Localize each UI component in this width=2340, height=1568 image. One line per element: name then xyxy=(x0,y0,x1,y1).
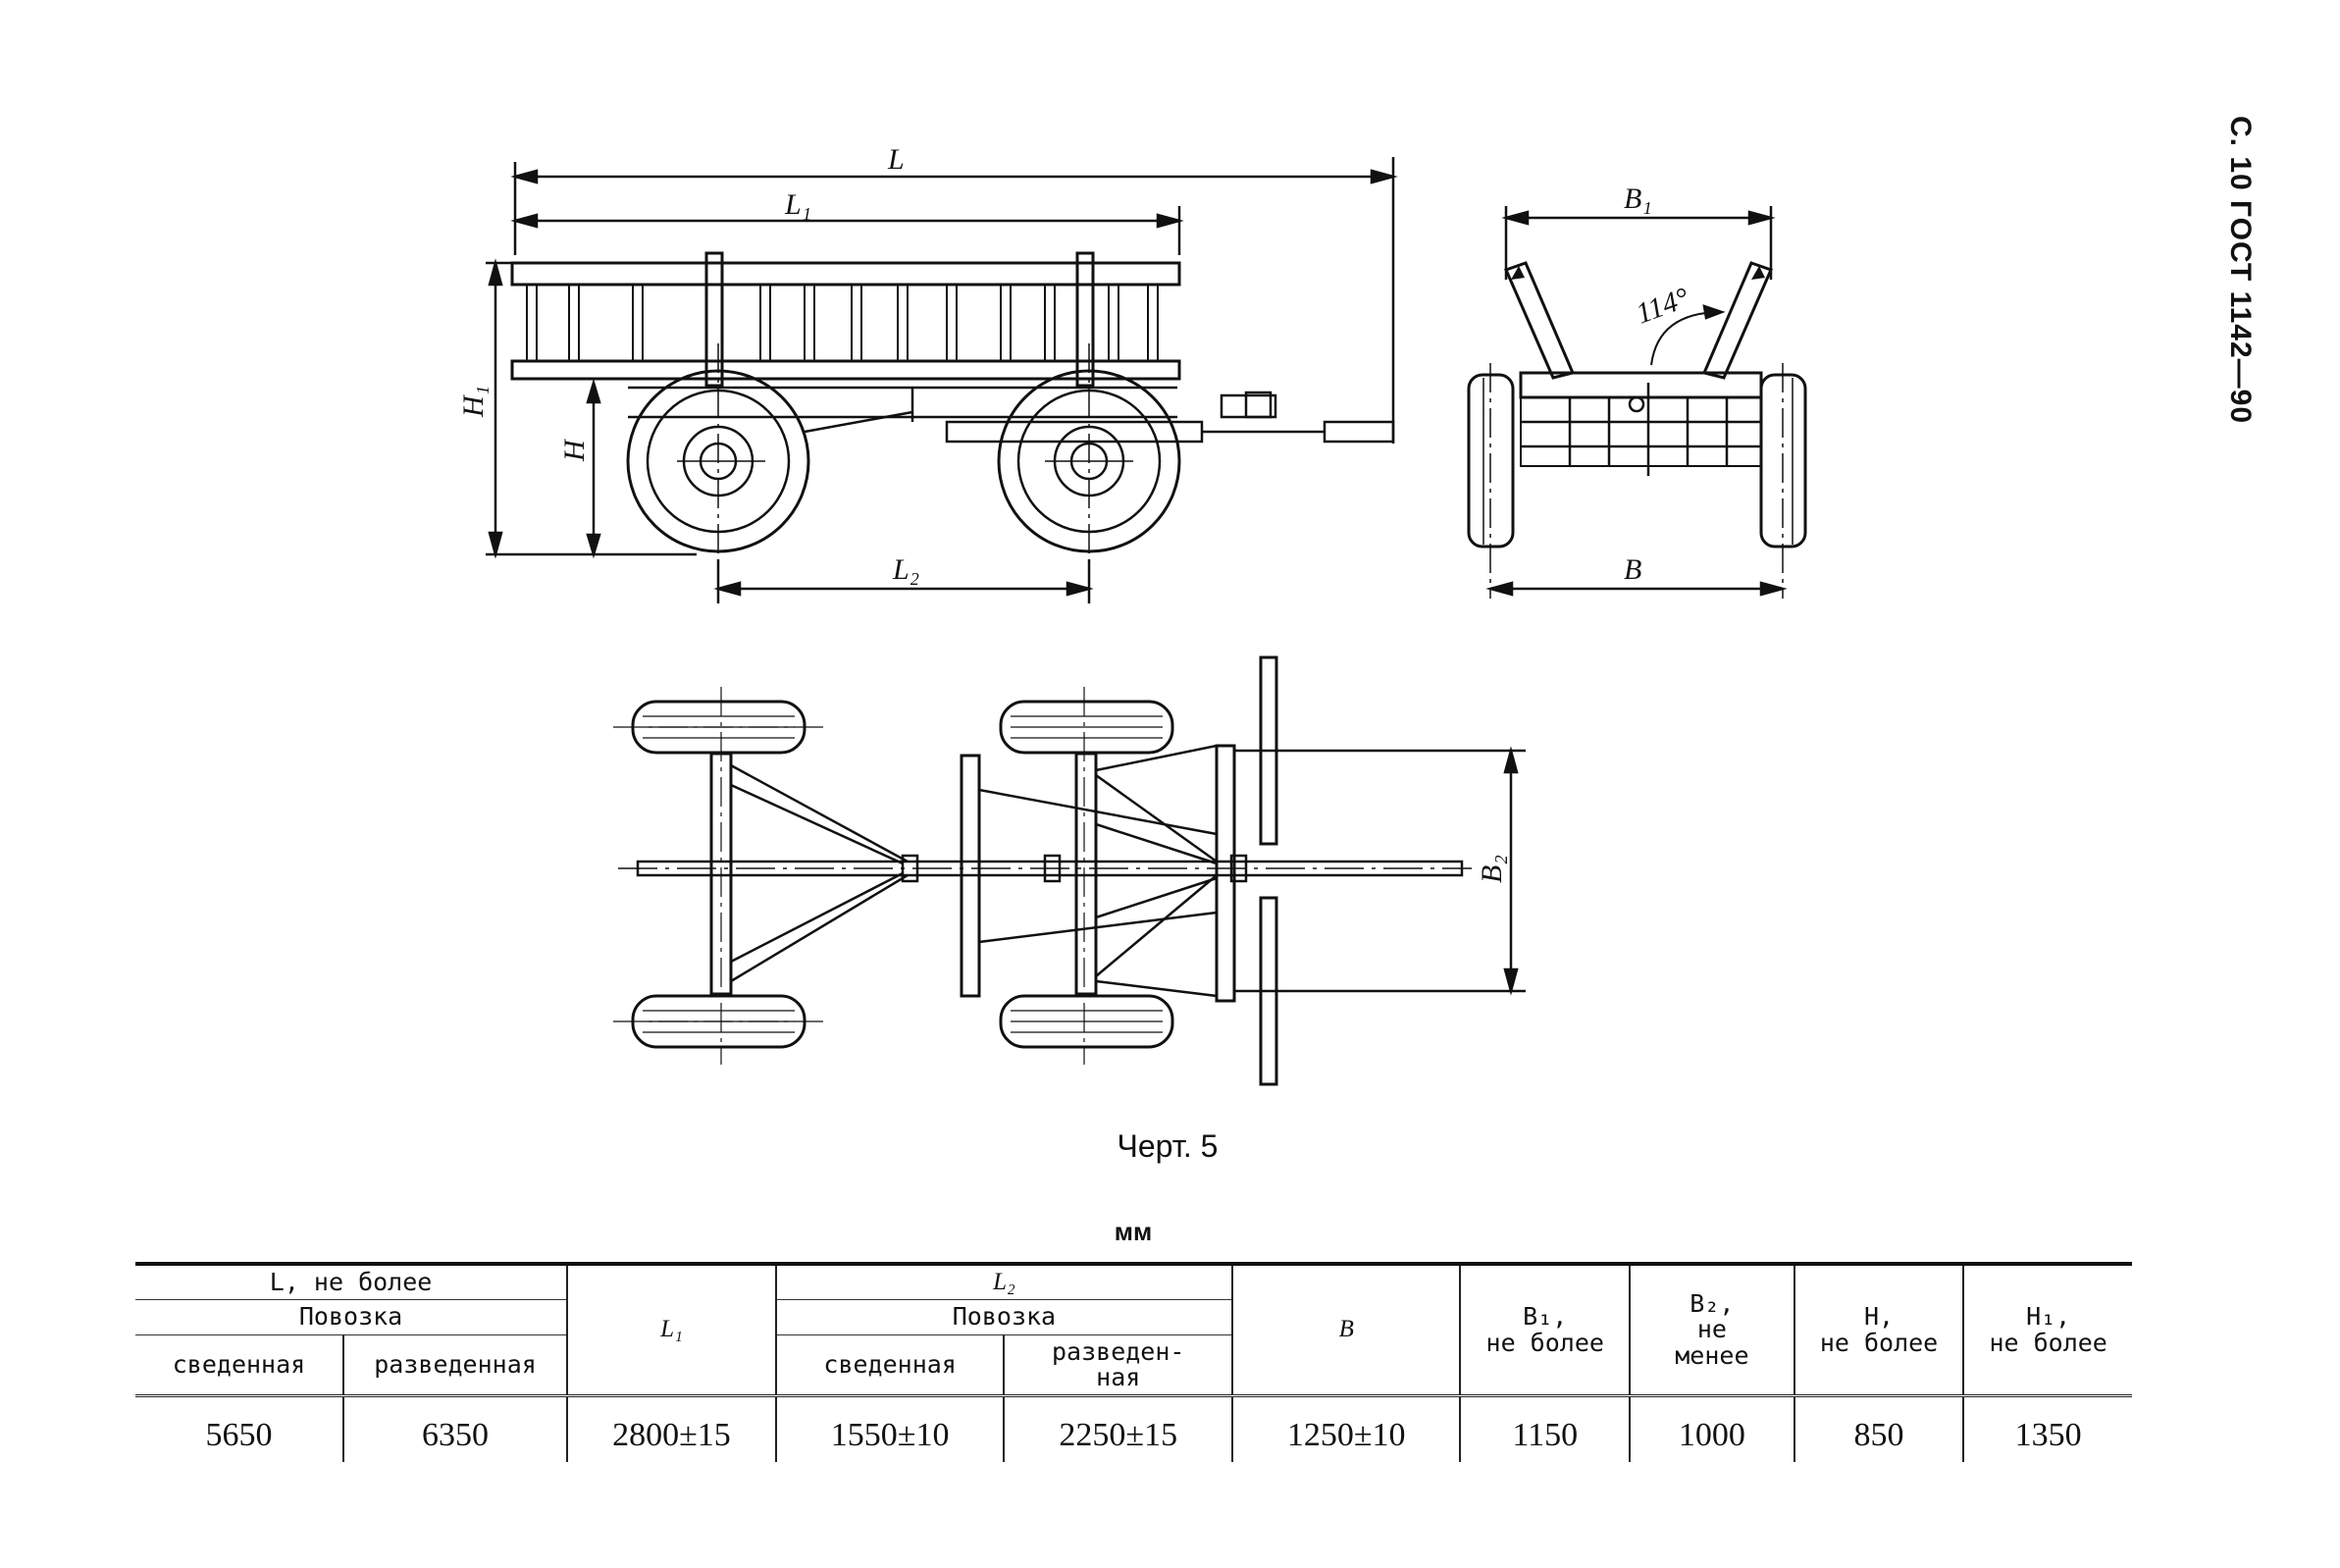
label-L2: L₂ xyxy=(892,553,919,586)
plan-view xyxy=(613,655,1526,1086)
th-svedennaya-2: сведенная xyxy=(774,1334,1005,1397)
th-B2: B₂, не менее xyxy=(1629,1262,1794,1397)
rear-view xyxy=(1467,206,1807,599)
page-header: С. 10 ГОСТ 1142—90 xyxy=(2224,116,2257,425)
cell-H: 850 xyxy=(1793,1395,1964,1462)
th-povozka-2: Повозка xyxy=(774,1299,1233,1335)
cell-H1: 1350 xyxy=(1962,1395,2132,1462)
th-L: L, не более xyxy=(135,1262,568,1301)
cell-L1: 2800±15 xyxy=(566,1395,776,1462)
th-L1: L₁ xyxy=(566,1262,776,1397)
th-H: H, не более xyxy=(1793,1262,1964,1397)
units-label: мм xyxy=(1114,1217,1153,1246)
th-L2: L₂ xyxy=(774,1262,1233,1301)
drawing-caption: Черт. 5 xyxy=(1117,1128,1219,1164)
th-H1: H₁, не более xyxy=(1962,1262,2132,1397)
label-B1: B₁ xyxy=(1624,183,1652,215)
label-B2: B₂ xyxy=(1476,855,1508,883)
th-B: B xyxy=(1231,1262,1461,1397)
cell-B: 1250±10 xyxy=(1231,1395,1461,1462)
label-H: H xyxy=(558,438,591,462)
th-svedennaya: сведенная xyxy=(135,1334,343,1397)
spec-table: L, не более L₁ L₂ B B₁, не более B₂, не … xyxy=(135,1262,2132,1462)
th-povozka: Повозка xyxy=(135,1299,568,1335)
side-view xyxy=(486,157,1398,603)
cell-B2: 1000 xyxy=(1629,1395,1794,1462)
label-angle: 114° xyxy=(1632,282,1693,331)
th-razvedennaya: разведенная xyxy=(341,1334,568,1397)
cell-L-svedennaya: 5650 xyxy=(205,1417,273,1453)
th-razvedennaya-2: разведен- ная xyxy=(1003,1334,1233,1397)
label-L1: L₁ xyxy=(784,188,811,221)
label-L: L xyxy=(887,143,905,176)
label-B: B xyxy=(1624,553,1641,586)
th-B1: B₁, не более xyxy=(1459,1262,1631,1397)
table-row: 5650 6350 2800±15 1550±10 2250±15 1250±1… xyxy=(135,1395,2132,1462)
cell-L2-svedennaya: 1550±10 xyxy=(774,1395,1005,1462)
cell-L2-razvedennaya: 2250±15 xyxy=(1003,1395,1233,1462)
cell-L-razvedennaya: 6350 xyxy=(341,1395,568,1462)
cell-B1: 1150 xyxy=(1459,1395,1631,1462)
label-H1: H₁ xyxy=(457,386,490,418)
